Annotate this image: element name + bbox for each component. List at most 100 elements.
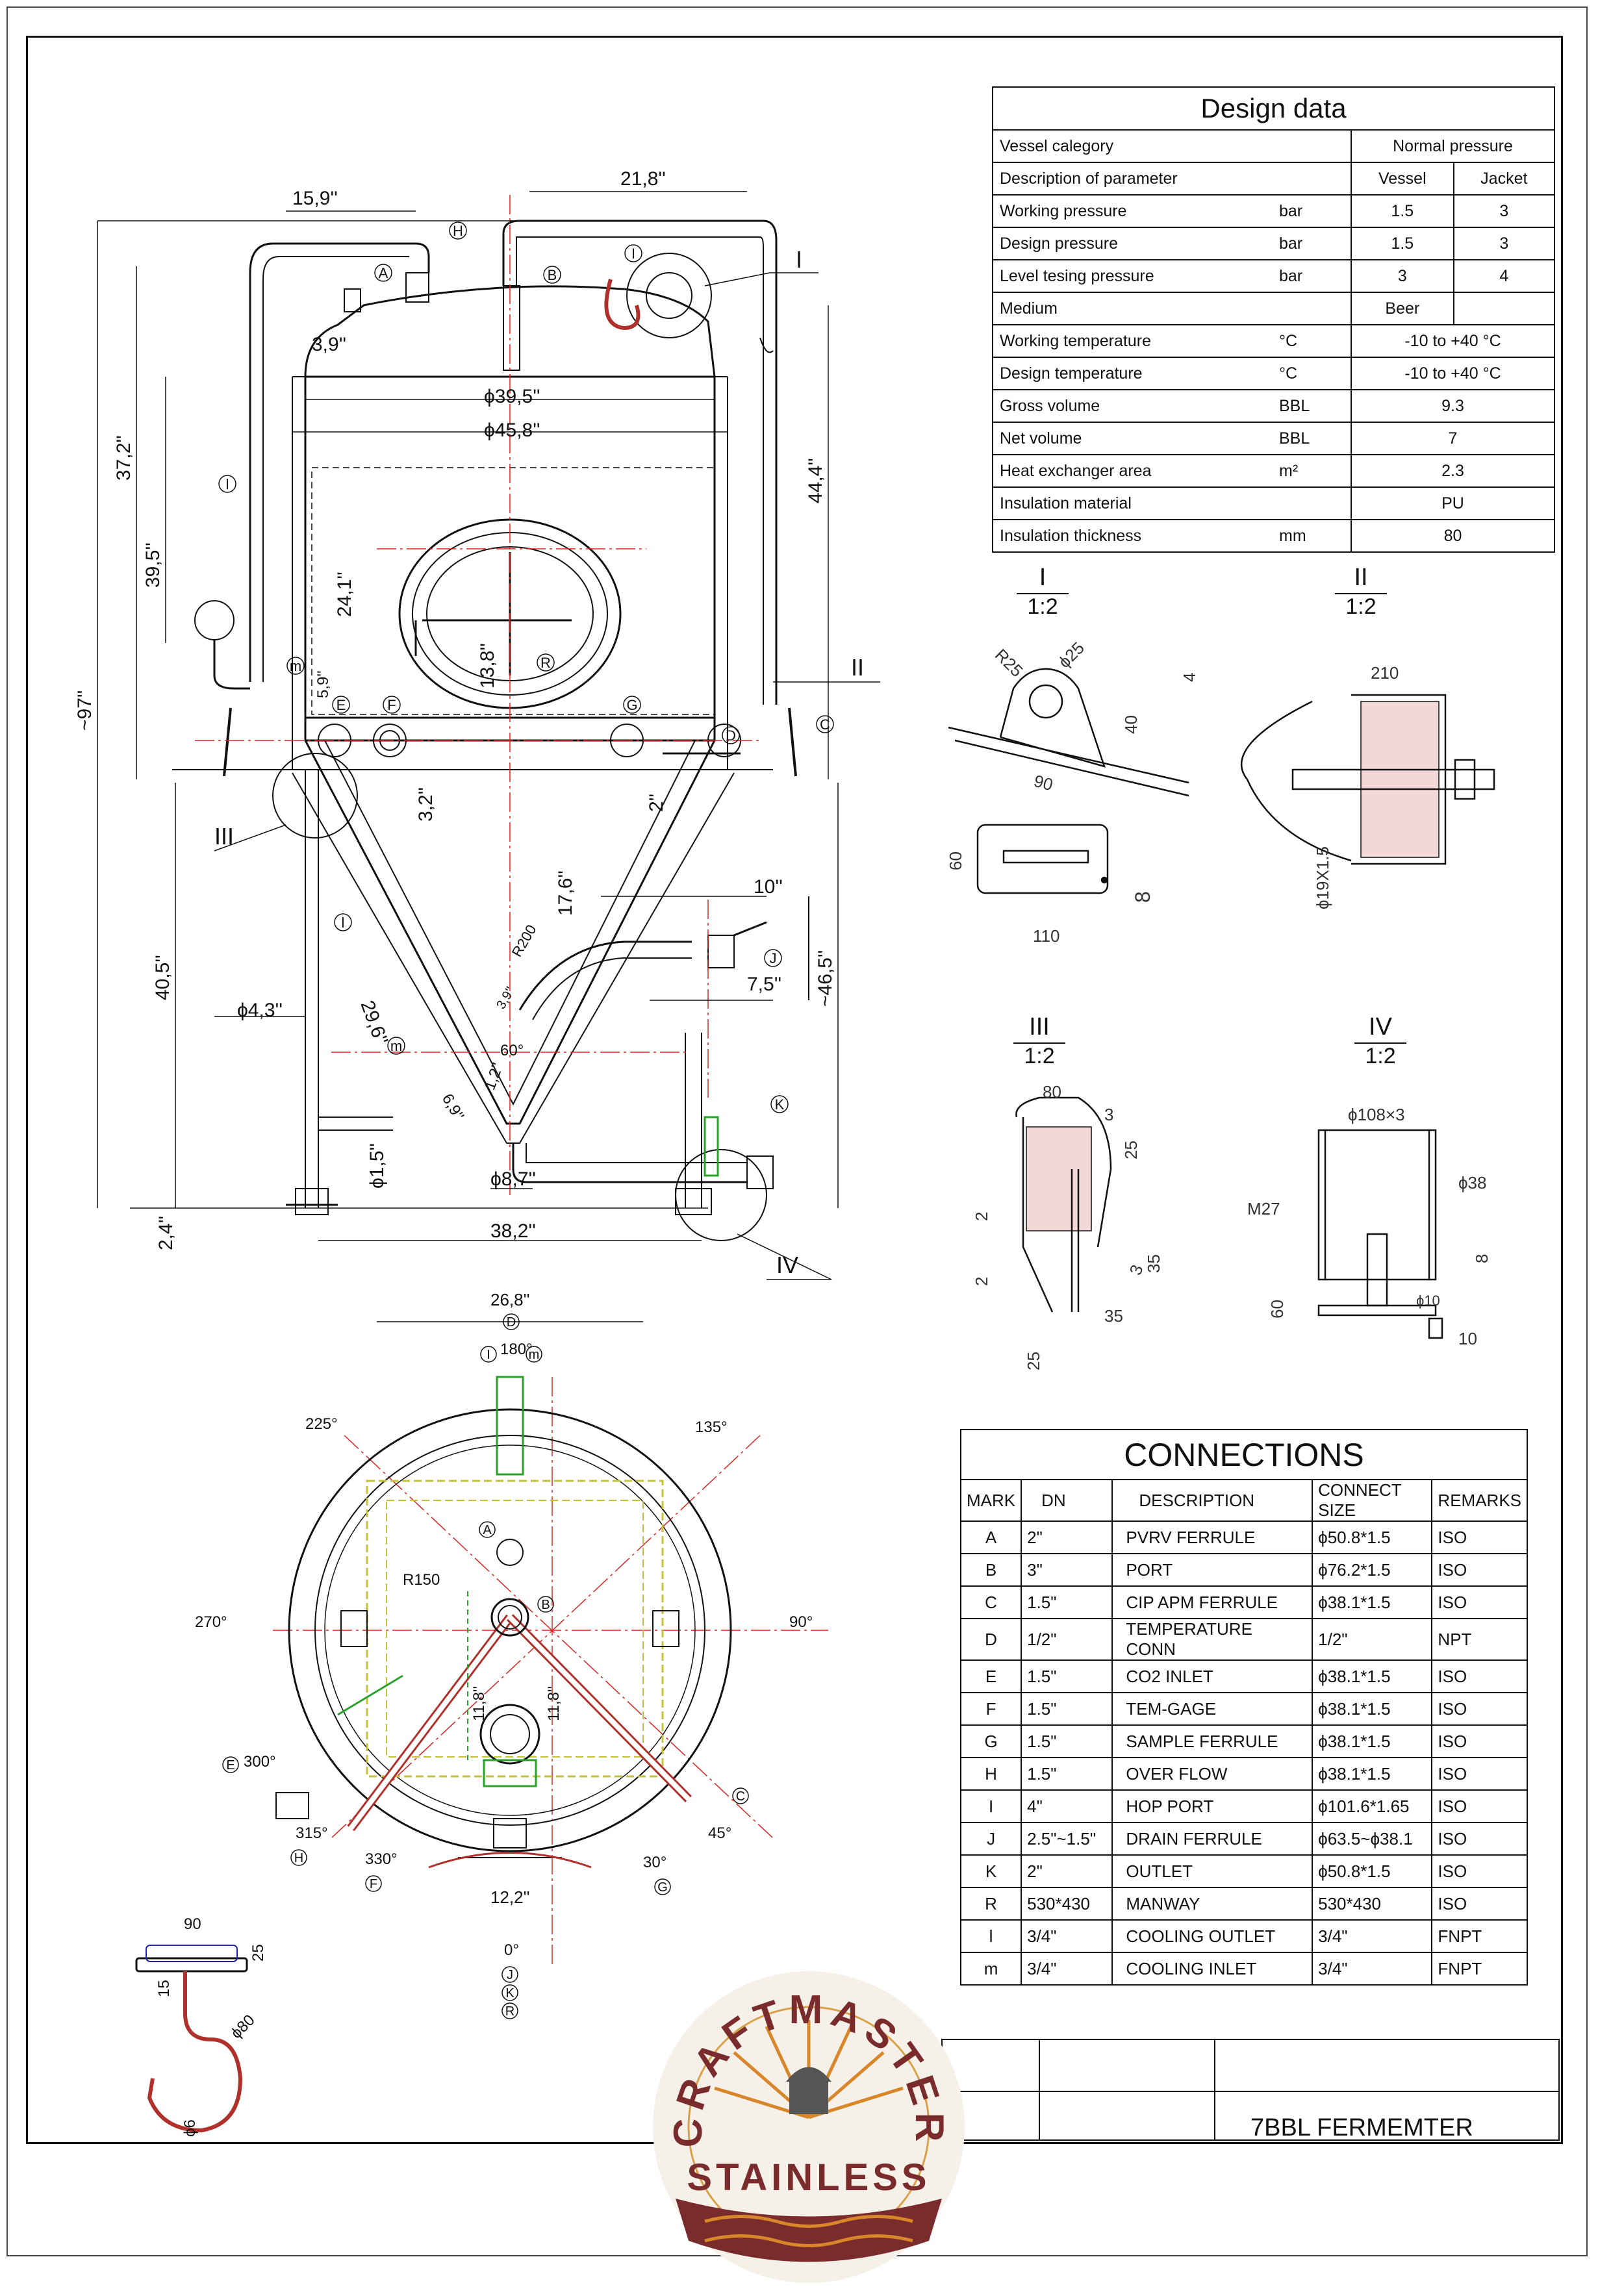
design-data-cell: Insulation material [992, 486, 1273, 520]
detail-ii-title: II 1:2 [1335, 564, 1387, 620]
connection-cell: ϕ76.2*1.5 [1312, 1553, 1433, 1587]
dim-label: ϕ10 [1416, 1293, 1440, 1309]
connection-cell: CIP APM FERRULE [1111, 1585, 1313, 1619]
mark-label: G [626, 697, 637, 713]
dim-label: 35 [1104, 1306, 1123, 1326]
connection-cell: G [959, 1724, 1022, 1758]
connections-title: CONNECTIONS [960, 1429, 1528, 1480]
detail-id: III [1013, 1013, 1065, 1044]
dim-label: 90 [1032, 771, 1055, 794]
detail-ii-insulation [1240, 694, 1495, 865]
connection-cell: 530*430 [1021, 1887, 1113, 1921]
design-data-cell: Design pressure [992, 227, 1273, 260]
mark-label: A [379, 265, 388, 281]
connection-cell: HOP PORT [1111, 1789, 1313, 1823]
connection-cell: ϕ38.1*1.5 [1312, 1692, 1433, 1726]
mark-label: D [726, 727, 736, 744]
connection-cell: l [959, 1919, 1022, 1953]
design-data-cell: 9.3 [1351, 389, 1555, 423]
connection-cell: 3/4" [1021, 1952, 1113, 1986]
connection-cell: B [959, 1553, 1022, 1587]
design-data-cell: Level tesing pressure [992, 259, 1273, 293]
design-data-cell: Description of parameter [992, 162, 1273, 196]
connection-cell: FNPT [1431, 1919, 1528, 1953]
dim-label: ϕ25 [1054, 638, 1088, 672]
connection-cell: DRAIN FERRULE [1111, 1822, 1313, 1856]
dim-label: ~46,5'' [815, 950, 836, 1007]
dim-label: 3,9'' [312, 334, 346, 355]
design-data-cell: PU [1351, 486, 1555, 520]
detail-iii-title: III 1:2 [1013, 1013, 1065, 1069]
callout-label: IV [776, 1252, 798, 1278]
dim-label: 2,4'' [155, 1216, 177, 1250]
connections-header-row: MARK DN DESCRIPTION CONNECT SIZE REMARKS [959, 1479, 1528, 1522]
connection-cell: ϕ63.5~ϕ38.1 [1312, 1822, 1433, 1856]
detail-i-lug [948, 668, 1189, 894]
col-header: MARK [959, 1479, 1022, 1522]
craftmaster-logo: CRAFTMASTER STAINLESS [653, 1971, 965, 2283]
angle-label: 180° [500, 1341, 533, 1358]
hook-detail [135, 1945, 248, 2133]
connection-cell: 1.5" [1021, 1757, 1113, 1791]
connection-cell: SAMPLE FERRULE [1111, 1724, 1313, 1758]
mark-label: B [541, 1598, 550, 1612]
design-data-cell [1273, 292, 1352, 325]
design-data-cell [1453, 292, 1556, 325]
design-data-cell: -10 to +40 °C [1351, 357, 1555, 390]
mark-label: H [294, 1851, 303, 1865]
design-data-cell: 3 [1351, 259, 1454, 293]
detail-scale: 1:2 [1365, 1044, 1396, 1068]
mark-label: J [507, 1968, 513, 1982]
angle-label: 30° [643, 1854, 666, 1871]
design-data-title: Design data [992, 86, 1555, 131]
design-data-cell: BBL [1273, 422, 1352, 455]
mark-label: I [631, 246, 635, 262]
design-data-row: Design temperature°C-10 to +40 °C [992, 357, 1555, 390]
plan-view [275, 1376, 732, 1869]
mark-label: F [387, 697, 396, 713]
dim-label: 5,9'' [314, 670, 332, 698]
mark-label: K [505, 1986, 514, 2000]
dim-label: R150 [403, 1571, 440, 1589]
plan-dimension-labels: 26,8'' R150 11,8'' 11,8'' 12,2'' [377, 1290, 643, 1907]
connection-cell: PORT [1111, 1553, 1313, 1587]
angle-label: 225° [305, 1415, 338, 1433]
dim-label: 2 [972, 1277, 991, 1286]
dim-label: 3 [1104, 1105, 1113, 1124]
mark-label: A [483, 1523, 492, 1537]
dim-label: 13,8'' [477, 643, 498, 688]
dim-label: 8 [1472, 1254, 1491, 1263]
mark-label: G [657, 1880, 668, 1895]
mark-label: m [290, 658, 301, 674]
detail-scale: 1:2 [1345, 594, 1377, 619]
connection-cell: NPT [1431, 1618, 1528, 1661]
connection-cell: ϕ38.1*1.5 [1312, 1659, 1433, 1693]
angle-label: 45° [708, 1824, 731, 1842]
detail-id: I [1017, 564, 1069, 594]
design-data-row: Insulation material PU [992, 486, 1555, 520]
connection-cell: PVRV FERRULE [1111, 1520, 1313, 1554]
dim-label: 6,9'' [438, 1091, 468, 1124]
dim-label: ϕ4,3'' [237, 1000, 283, 1021]
dim-label: 29,6'' [356, 998, 392, 1048]
dim-label: 3,2'' [415, 787, 437, 822]
dim-label: ϕ108×3 [1348, 1105, 1405, 1124]
detail-id: IV [1354, 1013, 1406, 1044]
dim-label: R200 [509, 922, 540, 959]
mark-label: l [342, 915, 345, 931]
detail-scale: 1:2 [1027, 594, 1058, 619]
callout-label: III [214, 823, 234, 850]
dim-label: 44,4'' [805, 458, 826, 503]
connection-cell: ISO [1431, 1887, 1528, 1921]
connection-cell: 1/2" [1021, 1618, 1113, 1661]
dim-label: ~97'' [74, 690, 95, 731]
design-data-cell: Working pressure [992, 194, 1273, 228]
design-data-cell: Medium [992, 292, 1273, 325]
connection-cell: 1.5" [1021, 1585, 1113, 1619]
